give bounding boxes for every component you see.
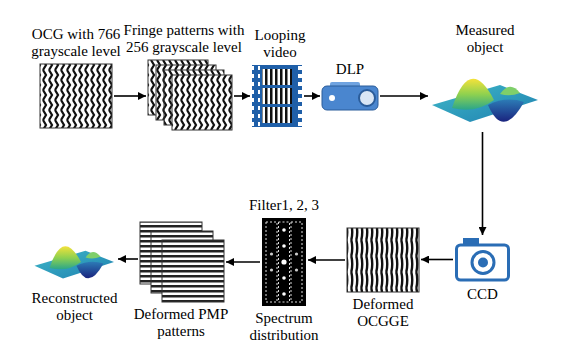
spectrum-image: [282, 244, 286, 248]
projector-icon: [329, 95, 335, 101]
reconstructed-surface: [35, 246, 115, 278]
film-strip: [252, 65, 260, 127]
film-strip: [262, 69, 292, 85]
figure-node: Fringe patterns with 256 grayscale level: [148, 60, 232, 130]
deformed-fringe: [347, 228, 419, 292]
figure-node: Looping video: [252, 65, 302, 127]
spectrum-image: [282, 292, 286, 296]
camera-icon: [457, 245, 509, 280]
film-strip: [262, 107, 292, 123]
figure-node: OCG with 766 grayscale level: [40, 64, 112, 128]
camera-icon: [457, 238, 509, 280]
label-holder: CCD: [453, 286, 513, 303]
projector-icon: [322, 86, 378, 110]
pmp-stack: [162, 240, 224, 302]
flow-arrow: [114, 95, 146, 97]
flow-arrow: [234, 95, 250, 97]
label-holder: Fringe patterns with 256 grayscale level: [121, 22, 247, 57]
camera-icon: [472, 252, 494, 274]
figure-node: Reconstructed object: [33, 232, 116, 286]
spectrum-image: [282, 276, 286, 280]
figure-node: Deformed PMP patterns: [140, 222, 224, 302]
label-holder: Deformed OCGGE: [342, 296, 424, 331]
label-holder: Spectrum distribution: [242, 310, 326, 345]
label-holder: Deformed PMP patterns: [130, 306, 232, 341]
deformed-fringe: [347, 228, 419, 292]
figure-node: Measured object: [430, 60, 540, 130]
spectrum-image: [279, 222, 290, 302]
node-label: Spectrum distribution: [242, 310, 326, 345]
object-surface: [432, 79, 538, 122]
node-label: Looping video: [250, 27, 310, 62]
camera-icon: [478, 258, 488, 268]
reconstructed-surface: [35, 246, 115, 278]
spectrum-image: [295, 252, 298, 255]
label-holder: Looping video: [250, 27, 310, 62]
label-holder: Measured object: [448, 22, 522, 57]
label-holder: Filter1, 2, 3: [234, 197, 334, 214]
ocg-pattern: [40, 64, 112, 128]
spectrum-image: [295, 268, 298, 271]
figure-node: Deformed OCGGE: [347, 228, 419, 292]
spectrum-image: [262, 218, 306, 306]
node-label: Filter1, 2, 3: [234, 197, 334, 214]
film-strip: [252, 65, 302, 127]
spectrum-image: [281, 259, 286, 264]
node-label: Deformed OCGGE: [342, 296, 424, 331]
projector-icon: [322, 82, 378, 110]
film-strip: [262, 88, 292, 104]
film-strip: [252, 65, 302, 127]
spectrum-image: [282, 228, 286, 232]
figure-node: DLP: [322, 82, 378, 110]
spectrum-image: [270, 252, 273, 255]
node-label: Reconstructed object: [19, 290, 131, 325]
node-label: CCD: [453, 286, 513, 303]
flow-arrow: [421, 259, 453, 261]
pmp-stack: [140, 222, 224, 302]
figure-node: Filter1, 2, 3Spectrum distribution: [262, 218, 306, 306]
projector-icon: [359, 90, 375, 106]
figure-node: CCD: [455, 237, 510, 282]
flow-arrow: [118, 258, 138, 260]
label-holder: DLP: [320, 61, 380, 78]
fringe-stack: [148, 60, 232, 130]
flow-arrow: [482, 132, 484, 235]
node-label: OCG with 766 grayscale level: [20, 26, 132, 61]
node-label: Deformed PMP patterns: [130, 306, 232, 341]
object-surface: [432, 79, 538, 122]
node-label: DLP: [320, 61, 380, 78]
spectrum-image: [270, 268, 273, 271]
spectrum-image: [266, 222, 277, 302]
flow-arrow: [304, 95, 320, 97]
flow-arrow: [380, 95, 428, 97]
label-holder: Reconstructed object: [19, 290, 131, 325]
node-label: Measured object: [448, 22, 522, 57]
spectrum-image: [291, 222, 302, 302]
flow-arrow: [308, 259, 345, 261]
label-holder: OCG with 766 grayscale level: [20, 26, 132, 61]
film-strip: [294, 65, 302, 127]
node-label: Fringe patterns with 256 grayscale level: [121, 22, 247, 57]
ocg-pattern: [40, 64, 112, 128]
fringe-stack: [172, 75, 232, 130]
flow-arrow: [226, 261, 260, 263]
spectrum-image: [262, 218, 306, 306]
